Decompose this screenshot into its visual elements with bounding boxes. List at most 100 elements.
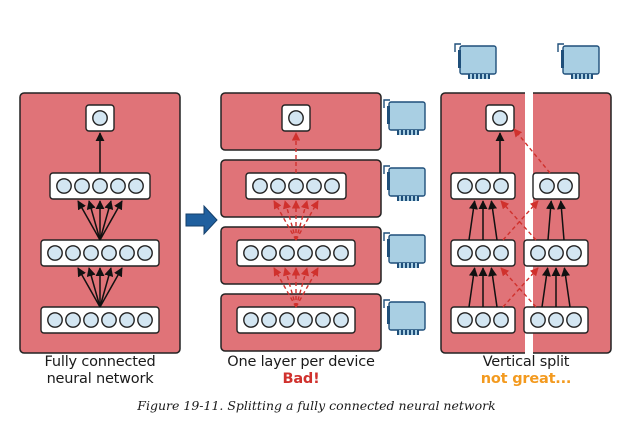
- figure-caption: Figure 19-11. Splitting a fully connecte…: [137, 398, 496, 413]
- layer: [236, 306, 356, 334]
- gpu-card-icon: [383, 232, 426, 268]
- neuron-node: [315, 312, 331, 328]
- neuron-node: [261, 312, 277, 328]
- label-fully-connected: Fully connected neural network: [20, 354, 180, 388]
- connection-arrow: [488, 200, 498, 241]
- connection-arrow: [86, 267, 101, 308]
- neuron-node: [119, 312, 135, 328]
- gpu-card-icon: [383, 299, 426, 335]
- layer: [532, 172, 580, 200]
- connection-arrow: [99, 267, 123, 308]
- neuron-node: [128, 178, 144, 194]
- cross-device-arrow: [273, 200, 297, 241]
- neuron-node: [539, 178, 555, 194]
- label-layer-per-device: One layer per device Bad!: [211, 354, 391, 388]
- neuron-node: [252, 178, 268, 194]
- neuron-node: [92, 178, 108, 194]
- neuron-node: [457, 178, 473, 194]
- layer: [450, 306, 516, 334]
- label-line-1: Vertical split: [482, 354, 570, 370]
- connection-arrow: [546, 200, 556, 241]
- neuron-node: [137, 312, 153, 328]
- neuron-node: [92, 110, 108, 126]
- cross-device-arrow: [502, 200, 539, 241]
- panel-layer-per-device: [220, 92, 382, 352]
- layer: [40, 239, 160, 267]
- neuron-node: [65, 312, 81, 328]
- connection-arrow: [99, 200, 114, 241]
- layer: [450, 239, 516, 267]
- layer: [236, 239, 356, 267]
- gpu-card-icon: [557, 43, 600, 79]
- layer: [245, 172, 347, 200]
- neuron-node: [475, 312, 491, 328]
- cross-device-arrow: [500, 267, 537, 308]
- connection-arrow: [99, 200, 123, 241]
- neuron-node: [315, 245, 331, 261]
- cross-device-arrow: [500, 200, 537, 241]
- neuron-node: [74, 178, 90, 194]
- neuron-node: [137, 245, 153, 261]
- connection-arrow: [77, 267, 101, 308]
- layer: [85, 104, 115, 132]
- neuron-node: [475, 178, 491, 194]
- neuron-node: [457, 245, 473, 261]
- neuron-node: [297, 312, 313, 328]
- layer: [450, 172, 516, 200]
- cross-device-arrow: [295, 267, 319, 308]
- cross-device-arrow: [513, 128, 551, 174]
- neuron-node: [457, 312, 473, 328]
- gpu-card-icon: [383, 165, 426, 201]
- gpu-card-icon: [383, 99, 426, 135]
- neuron-node: [493, 245, 509, 261]
- connection-arrow: [468, 267, 478, 308]
- neuron-node: [279, 245, 295, 261]
- neuron-node: [306, 178, 322, 194]
- connection-arrow: [541, 267, 551, 308]
- connection-arrow: [556, 200, 566, 241]
- layer: [281, 104, 311, 132]
- neuron-node: [261, 245, 277, 261]
- verdict-bad: Bad!: [282, 371, 320, 387]
- neuron-node: [270, 178, 286, 194]
- layer: [523, 239, 589, 267]
- neuron-node: [101, 312, 117, 328]
- cross-device-arrow: [502, 267, 539, 308]
- panel-vertical-split: [440, 60, 612, 360]
- neuron-node: [548, 245, 564, 261]
- neuron-node: [243, 245, 259, 261]
- right-arrow-icon: [185, 204, 218, 236]
- cross-device-arrow: [295, 200, 319, 241]
- layer: [523, 306, 589, 334]
- split-gap: [525, 60, 533, 360]
- neuron-node: [47, 245, 63, 261]
- verdict-not-great: not great...: [480, 371, 572, 387]
- label-line-1: One layer per device: [227, 354, 375, 370]
- label-line-1: Fully connected: [44, 354, 156, 370]
- connection-arrow: [488, 267, 498, 308]
- connection-arrow: [468, 200, 478, 241]
- layer: [49, 172, 151, 200]
- neuron-node: [493, 312, 509, 328]
- connection-arrow: [99, 267, 114, 308]
- cross-device-arrow: [273, 267, 297, 308]
- connection-arrow: [77, 200, 101, 241]
- connection-arrow: [86, 200, 101, 241]
- neuron-node: [110, 178, 126, 194]
- neuron-node: [243, 312, 259, 328]
- neuron-node: [475, 245, 491, 261]
- neuron-node: [119, 245, 135, 261]
- layer: [485, 104, 515, 132]
- layer: [40, 306, 160, 334]
- neuron-node: [83, 245, 99, 261]
- neuron-node: [279, 312, 295, 328]
- neuron-node: [65, 245, 81, 261]
- neuron-node: [56, 178, 72, 194]
- neuron-node: [333, 245, 349, 261]
- neuron-node: [530, 312, 546, 328]
- neuron-node: [333, 312, 349, 328]
- neuron-node: [548, 312, 564, 328]
- neuron-node: [297, 245, 313, 261]
- neuron-node: [493, 178, 509, 194]
